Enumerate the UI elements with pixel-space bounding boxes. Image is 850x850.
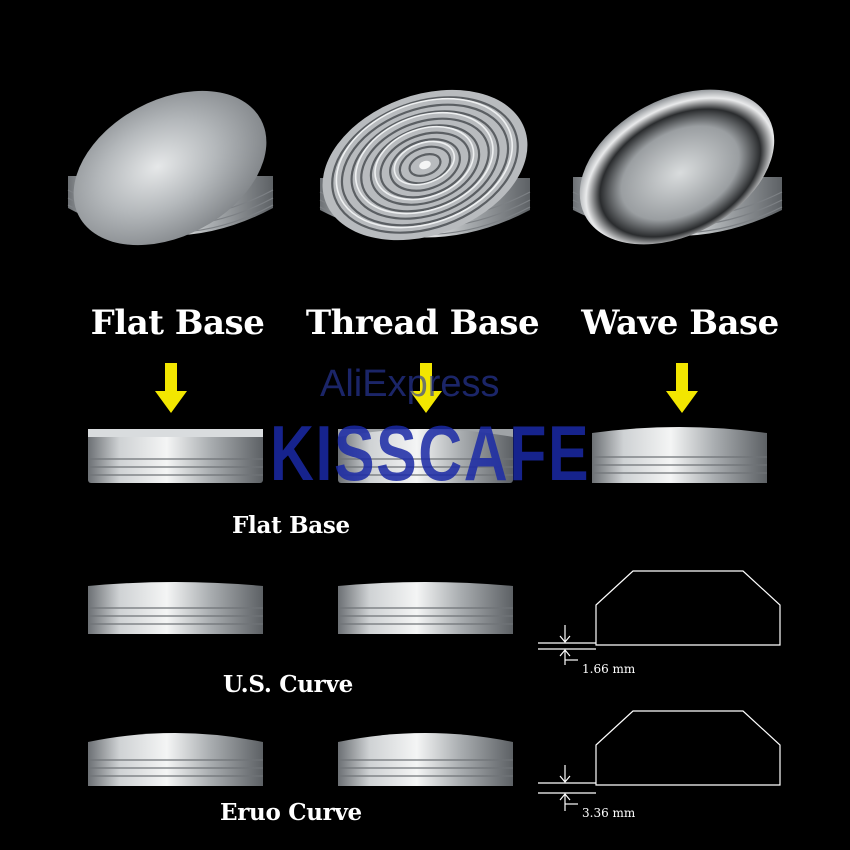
arrow-down-icon: [155, 363, 187, 413]
flat-base-title: Flat Base: [90, 303, 265, 343]
euro-curve-depth-label: 3.36 mm: [582, 806, 636, 820]
us-curve-depth-label: 1.66 mm: [582, 662, 636, 676]
us-curve-base-side-profile-alt: [338, 578, 513, 636]
us-curve-profile-diagram: [538, 565, 798, 665]
thread-base-tamper-image: [310, 60, 540, 275]
us-curve-base-side-profile: [88, 578, 263, 636]
aliexpress-watermark: AliExpress: [320, 363, 500, 405]
wave-base-tamper-image: [565, 62, 790, 272]
arrow-down-icon: [410, 363, 442, 413]
flat-base-side-profile: [88, 425, 263, 485]
arrow-down-icon: [666, 363, 698, 413]
thread-base-side-profile: [338, 425, 513, 485]
euro-curve-profile-diagram: [538, 705, 798, 813]
us-curve-section-label: U.S. Curve: [223, 671, 353, 698]
wave-base-title: Wave Base: [581, 303, 779, 343]
flat-base-tamper-image: [58, 58, 283, 273]
flat-base-section-label: Flat Base: [232, 512, 350, 539]
euro-curve-base-side-profile: [88, 728, 263, 788]
euro-curve-section-label: Eruo Curve: [220, 799, 362, 826]
wave-base-side-profile: [592, 423, 767, 485]
thread-base-title: Thread Base: [305, 303, 540, 343]
kisscafe-watermark: KISSCAFE: [270, 409, 591, 497]
euro-curve-base-side-profile-alt: [338, 728, 513, 788]
